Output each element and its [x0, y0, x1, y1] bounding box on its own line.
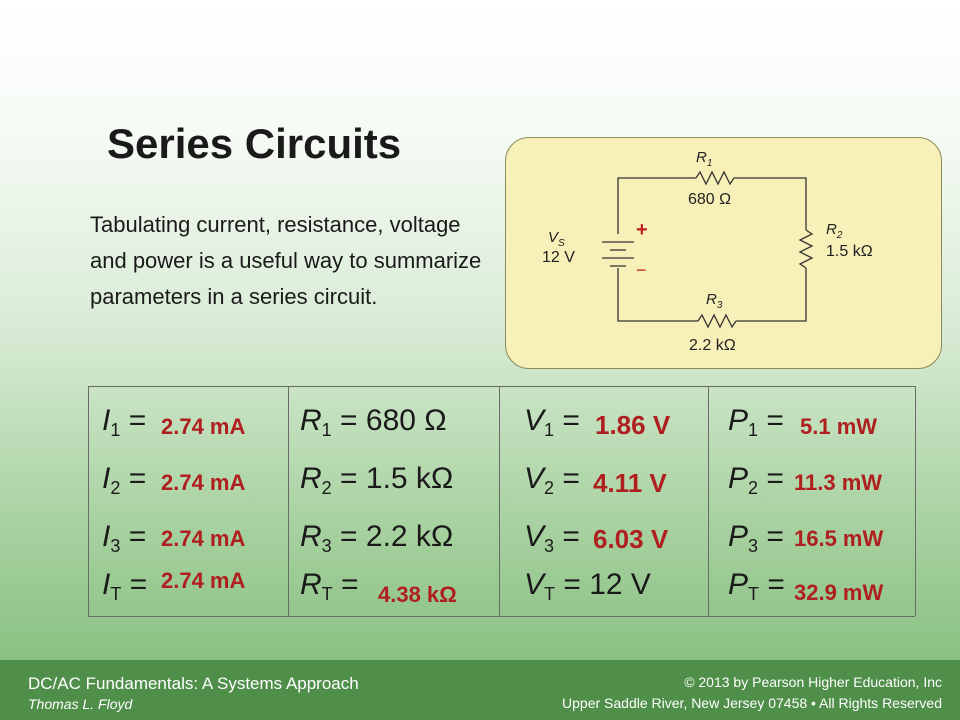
- current-i2-value: 2.74 mA: [161, 470, 246, 495]
- power-p2-value: 11.3 mW: [794, 470, 883, 495]
- wire-right-bottom: [736, 268, 807, 322]
- power-pt-value: 32.9 mW: [794, 580, 884, 605]
- resistance-r2: R2 = 1.5 kΩ: [300, 462, 454, 498]
- r3-label: R3: [706, 291, 723, 311]
- current-i3-label: I3 =: [102, 520, 147, 556]
- footer-copyright: © 2013 by Pearson Higher Education, Inc: [684, 674, 942, 690]
- slide-footer: DC/AC Fundamentals: A Systems Approach T…: [0, 660, 960, 720]
- battery-plus-sign: +: [636, 219, 648, 241]
- resistance-rt-value: 4.38 kΩ: [378, 582, 457, 607]
- footer-address: Upper Saddle River, New Jersey 07458 • A…: [562, 695, 942, 711]
- resistance-r3: R3 = 2.2 kΩ: [300, 520, 454, 556]
- vs-value: 12 V: [542, 249, 575, 266]
- battery-minus-sign: −: [636, 260, 647, 280]
- power-p1-value: 5.1 mW: [800, 414, 878, 439]
- table-line-col2: [288, 386, 289, 616]
- r2-value: 1.5 kΩ: [826, 243, 873, 260]
- current-i1-value: 2.74 mA: [161, 414, 246, 439]
- resistance-r1: R1 = 680 Ω: [300, 404, 447, 440]
- table-line-top: [88, 386, 915, 387]
- table-line-bottom: [88, 616, 915, 617]
- table-line-right: [915, 386, 916, 616]
- r1-label: R1: [696, 149, 712, 169]
- resistor-r2: [798, 229, 814, 269]
- table-line-left: [88, 386, 89, 616]
- voltage-v2-value: 4.11 V: [593, 468, 667, 498]
- voltage-v1-label: V1 =: [524, 404, 580, 440]
- series-circuit-diagram: R1 680 Ω R2 1.5 kΩ R3 2.2 kΩ VS 12 V + −: [542, 149, 873, 354]
- table-line-col4: [708, 386, 709, 616]
- wire-top-right: [734, 177, 807, 230]
- r2-label: R2: [826, 221, 843, 241]
- resistance-rt-label: RT =: [300, 568, 359, 604]
- current-it-value: 2.74 mA: [161, 568, 246, 593]
- voltage-v3-value: 6.03 V: [593, 524, 669, 554]
- resistor-r3: [697, 313, 737, 329]
- voltage-v1-value: 1.86 V: [595, 410, 671, 440]
- current-i3-value: 2.74 mA: [161, 526, 246, 551]
- circuit-diagram-panel: R1 680 Ω R2 1.5 kΩ R3 2.2 kΩ VS 12 V + −: [505, 137, 942, 369]
- voltage-vt: VT = 12 V: [524, 568, 651, 604]
- footer-book-title: DC/AC Fundamentals: A Systems Approach: [28, 674, 359, 693]
- power-p2-label: P2 =: [728, 462, 784, 498]
- vs-label: VS: [548, 229, 565, 249]
- parameter-table: I1 = 2.74 mA R1 = 680 Ω V1 = 1.86 V P1 =…: [88, 386, 916, 617]
- slide-description: Tabulating current, resistance, voltage …: [90, 212, 482, 309]
- footer-author: Thomas L. Floyd: [28, 696, 133, 712]
- r1-value: 680 Ω: [688, 191, 731, 208]
- power-p3-value: 16.5 mW: [794, 526, 884, 551]
- resistor-r1: [695, 170, 735, 186]
- power-pt-label: PT =: [728, 568, 785, 604]
- current-it-label: IT =: [102, 568, 148, 604]
- wire-bottom-left: [617, 268, 698, 322]
- voltage-v3-label: V3 =: [524, 520, 580, 556]
- power-p1-label: P1 =: [728, 404, 784, 440]
- current-i1-label: I1 =: [102, 404, 147, 440]
- slide-title: Series Circuits: [107, 120, 402, 167]
- table-line-col3: [499, 386, 500, 616]
- current-i2-label: I2 =: [102, 462, 147, 498]
- wire-top-left: [617, 177, 696, 234]
- r3-value: 2.2 kΩ: [689, 337, 736, 354]
- voltage-v2-label: V2 =: [524, 462, 580, 498]
- power-p3-label: P3 =: [728, 520, 784, 556]
